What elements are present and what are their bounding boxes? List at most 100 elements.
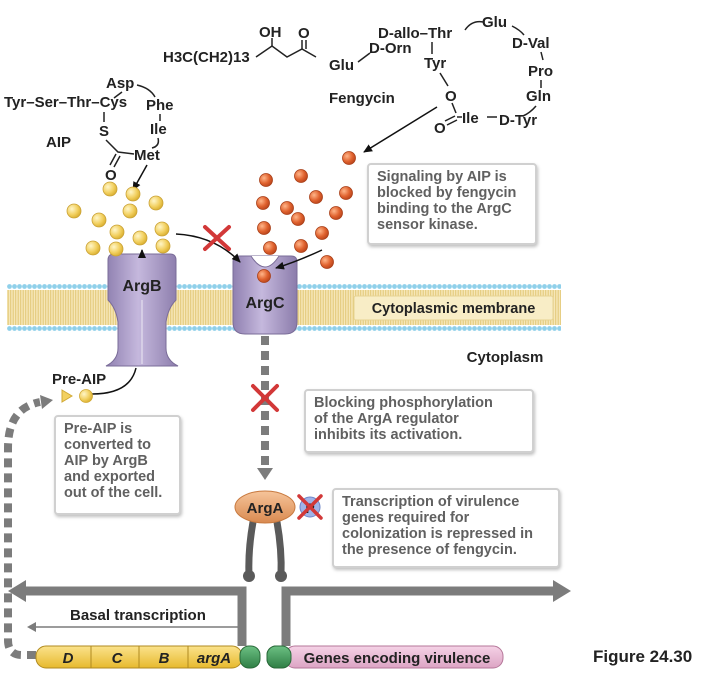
aip-molecule (108, 241, 124, 257)
bond-gln-tyr (522, 105, 537, 117)
fengycin-molecules (256, 151, 356, 283)
arg-promoter (239, 645, 261, 669)
fengycin-name: Fengycin (329, 90, 395, 107)
aip-molecule (102, 181, 118, 197)
gene-d: D (63, 650, 74, 667)
blocked-phosphorylation-x (251, 384, 279, 412)
aip-bond-s-met (105, 139, 135, 155)
bond-tyr-o (439, 72, 449, 87)
aip-phe: Phe (146, 97, 174, 114)
aip-carbonyl-1 (109, 153, 117, 166)
arga-foot-left (243, 570, 255, 582)
aip-molecule (125, 186, 141, 202)
residue-d-val: D-Val (512, 35, 550, 52)
gene-arga: argA (197, 650, 231, 667)
gene-c: C (112, 650, 124, 667)
feedback-dashed-arrow (4, 398, 41, 659)
fengycin-to-argc-arrow (275, 249, 323, 270)
fengycin-molecule (263, 241, 277, 255)
arga-regulator: ArgA P (234, 490, 323, 582)
fengycin-molecule (294, 169, 308, 183)
aip-structure: Tyr–Ser–Thr–Cys Asp Phe Ile Met S O AIP (4, 75, 174, 184)
membrane-label-box (353, 295, 554, 321)
hydroxyl-label: OH (259, 24, 282, 41)
fengycin-molecule (280, 201, 294, 215)
aip-bond-cys-asp (113, 91, 123, 99)
phosphate-x-2 (297, 494, 323, 520)
aip-molecule (148, 195, 164, 211)
argb-protein: ArgB (105, 253, 179, 367)
feedback-arrowhead (40, 395, 53, 409)
aip-molecule (91, 212, 107, 228)
aip-molecule (66, 203, 82, 219)
phosphorylation-callout: Blocking phosphorylation of the ArgA reg… (304, 389, 534, 453)
aip-structure-arrow (132, 164, 148, 191)
fengycin-structure-arrow (363, 106, 438, 153)
bond-thr-glu (464, 20, 484, 31)
aip-molecule (132, 230, 148, 246)
bond-glu-val (511, 25, 525, 36)
pre-aip-molecule (61, 389, 93, 403)
lactone-o-label: O (434, 120, 446, 137)
lactone-double-bond-1 (444, 115, 456, 122)
residue-glu-2: Glu (482, 14, 507, 31)
arga-body (234, 490, 296, 524)
aip-molecule (154, 221, 170, 237)
aip-ile: Ile (150, 121, 167, 138)
arg-operon: D C B argA (35, 645, 243, 669)
residue-pro: Pro (528, 63, 553, 80)
residue-glu-1: Glu (329, 57, 354, 74)
argc-label: ArgC (245, 295, 285, 312)
residue-gln: Gln (526, 88, 551, 105)
fengycin-molecule (339, 186, 353, 200)
lactone-double-bond-2 (446, 119, 458, 126)
fengycin-molecule (315, 226, 329, 240)
blocked-signaling-x (203, 225, 231, 251)
argc-protein: ArgC (232, 255, 298, 335)
fengycin-molecule (256, 196, 270, 210)
virulence-transcription-arrow (281, 586, 555, 646)
residue-d-orn: D-Orn (369, 40, 412, 57)
fengycin-molecule (291, 212, 305, 226)
bond-o-ester (451, 102, 457, 114)
fengycin-chain-bonds (255, 45, 317, 58)
bond-glu-orn (357, 52, 371, 63)
aip-met: Met (134, 147, 160, 164)
argbcd-arrowhead (8, 580, 26, 602)
fengycin-tail-label: H3C(CH2)13 (163, 49, 250, 66)
aip-sulfur: S (99, 123, 109, 140)
pre-aip-to-argb-arrow (91, 367, 137, 395)
arga-leg-right (273, 518, 285, 579)
basal-transcription-label: Basal transcription (70, 607, 206, 624)
fengycin-molecule (294, 239, 308, 253)
fengycin-molecule (257, 221, 271, 235)
aip-bond-asp-phe (136, 84, 156, 98)
fengycin-molecule (257, 269, 271, 283)
aip-molecule (122, 203, 138, 219)
virulence-promoter-front (266, 645, 292, 669)
arga-foot-right (275, 570, 287, 582)
membrane-label: Cytoplasmic membrane (372, 301, 536, 317)
aip-oxygen: O (105, 167, 117, 184)
aip-name: AIP (46, 134, 71, 151)
aip-asp: Asp (106, 75, 134, 92)
residue-ile: Ile (462, 110, 479, 127)
aip-molecule (85, 240, 101, 256)
fengycin-molecule (320, 255, 334, 269)
carbonyl-o-label: O (298, 25, 310, 42)
arga-leg-left (245, 518, 257, 579)
virulence-arrowhead (553, 580, 571, 602)
fengycin-molecule (342, 151, 356, 165)
signaling-callout: Signaling by AIP is blocked by fengycin … (367, 163, 537, 245)
aip-chain: Tyr–Ser–Thr–Cys (4, 94, 127, 111)
ring-o-label: O (445, 88, 457, 105)
pre-aip-label: Pre-AIP (52, 371, 106, 388)
fengycin-molecule (309, 190, 323, 204)
aip-bond-ile-met (151, 137, 160, 149)
argc-binding-pocket (250, 255, 280, 268)
aip-molecule (109, 224, 125, 240)
cytoplasm-label: Cytoplasm (467, 349, 544, 366)
fengycin-structure: H3C(CH2)13 OH O Glu D-Orn D-allo–Thr Tyr… (163, 14, 553, 137)
residue-d-tyr: D-Tyr (499, 112, 537, 129)
